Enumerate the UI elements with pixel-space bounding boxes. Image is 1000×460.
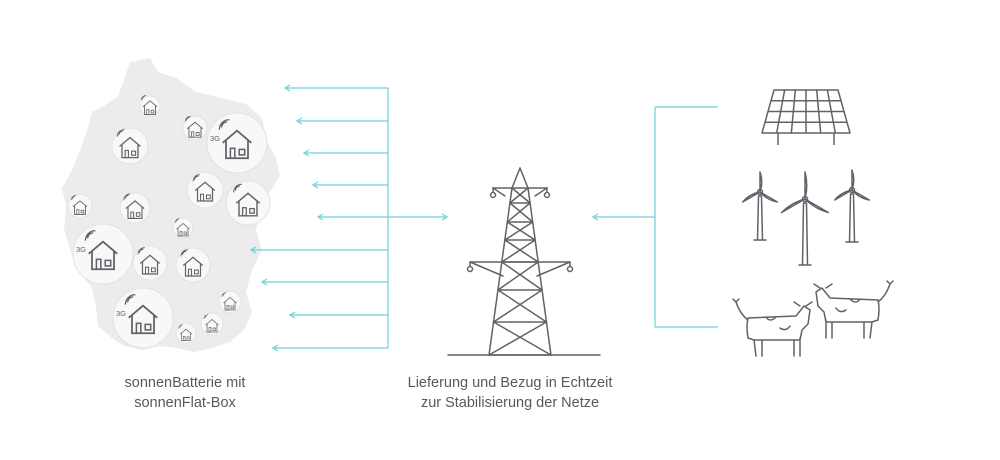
- grid-caption: Lieferung und Bezug in Echtzeit zur Stab…: [380, 373, 640, 413]
- power-pylon-icon: [447, 167, 601, 356]
- house-group: 3G 3G 3G: [67, 94, 271, 349]
- house-with-battery-icon: 3G: [112, 287, 174, 349]
- house-with-battery-icon: 3G: [72, 223, 134, 285]
- grid-to-homes-arrows: [249, 84, 449, 352]
- arrow-to-home: [249, 246, 388, 254]
- house-with-battery-icon: [175, 247, 211, 283]
- house-badge: 3G: [116, 309, 126, 318]
- grid-caption-line2: zur Stabilisierung der Netze: [420, 395, 600, 411]
- arrow-to-home: [316, 213, 388, 221]
- wind-turbine-icon: [833, 169, 871, 243]
- homes-caption-line2: sonnenFlat-Box: [134, 395, 236, 411]
- cow-icon: [732, 298, 813, 357]
- house-with-battery-icon: [225, 180, 271, 226]
- house-with-battery-icon: [175, 322, 197, 344]
- arrow-to-home: [271, 344, 388, 352]
- arrow-to-home: [260, 278, 388, 286]
- cow-icon: [813, 280, 894, 339]
- wind-turbine-icon: [780, 171, 830, 266]
- house-with-battery-icon: [132, 245, 168, 281]
- arrow-to-home: [302, 149, 388, 157]
- arrow-to-home: [288, 311, 388, 319]
- house-with-battery-icon: [200, 312, 224, 336]
- house-with-battery-icon: 3G: [206, 112, 268, 174]
- house-with-battery-icon: [172, 217, 194, 239]
- house-badge: 3G: [210, 134, 220, 143]
- house-badge: 3G: [76, 245, 86, 254]
- arrow-to-home: [295, 117, 388, 125]
- house-with-battery-icon: [186, 171, 224, 209]
- house-with-battery-icon: [111, 127, 149, 165]
- homes-caption: sonnenBatterie mit sonnenFlat-Box: [90, 373, 280, 413]
- homes-caption-line1: sonnenBatterie mit: [124, 375, 246, 391]
- wind-turbine-icon: [741, 169, 871, 266]
- house-with-battery-icon: [139, 94, 161, 117]
- house-with-battery-icon: [119, 192, 151, 224]
- house-with-battery-icon: [67, 193, 93, 219]
- wind-turbine-icon: [741, 171, 779, 241]
- solar-panel-icon: [761, 89, 851, 145]
- house-with-battery-icon: [182, 115, 208, 141]
- sources-to-grid-connector: [591, 106, 718, 328]
- arrow-to-home: [283, 84, 388, 92]
- house-with-battery-icon: [218, 290, 242, 314]
- cow-icon: [732, 280, 894, 357]
- grid-caption-line1: Lieferung und Bezug in Echtzeit: [407, 375, 613, 391]
- arrow-to-home: [311, 181, 388, 189]
